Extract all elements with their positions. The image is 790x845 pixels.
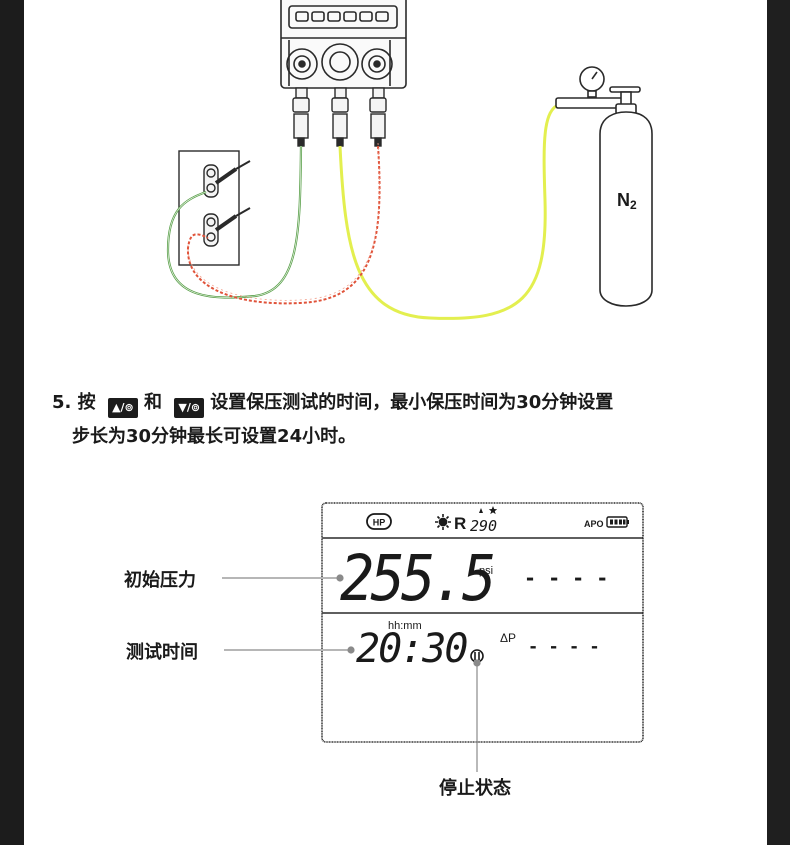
yellow-hose bbox=[338, 102, 561, 320]
up-key-icon: ▲/⊚ bbox=[107, 398, 138, 418]
delta-p-label: ΔP bbox=[500, 631, 516, 645]
time-value: 20:30 bbox=[356, 626, 467, 672]
flammable-star-icon bbox=[479, 506, 498, 515]
callout-initial-pressure: 初始压力 bbox=[124, 570, 196, 591]
sun-icon bbox=[435, 514, 451, 530]
step-5-instruction: 5. 按 ▲/⊚和 ▼/⊚设置保压测试的时间，最小保压时间为30分钟设置 步长为… bbox=[52, 386, 732, 454]
right-dark-margin bbox=[767, 0, 790, 845]
hp-badge-label: HP bbox=[373, 518, 386, 528]
instruction-line1: 设置保压测试的时间，最小保压时间为30分钟设置 bbox=[210, 392, 614, 413]
battery-icon bbox=[606, 516, 629, 528]
delta-p-dashes: - - - - bbox=[528, 637, 600, 657]
nitrogen-cylinder bbox=[555, 66, 653, 307]
gas-label: N2 bbox=[617, 190, 637, 212]
and-word: 和 bbox=[143, 392, 162, 413]
press-word: 按 bbox=[77, 392, 96, 413]
down-key-icon: ▼/⊚ bbox=[174, 398, 205, 418]
service-valve-panel bbox=[178, 150, 251, 266]
refrigerant-prefix: R bbox=[454, 514, 466, 533]
left-dark-margin bbox=[0, 0, 24, 845]
hp-badge bbox=[366, 513, 392, 530]
refrigerant-code: 290 bbox=[470, 517, 497, 535]
callout-stop-status: 停止状态 bbox=[439, 778, 511, 799]
center-sight-port bbox=[321, 43, 359, 81]
manifold-gauge bbox=[280, 0, 407, 89]
cylinder-shell bbox=[599, 111, 653, 307]
time-unit: hh:mm bbox=[388, 620, 422, 632]
manifold-ports bbox=[292, 87, 387, 147]
pressure-unit: psi bbox=[479, 565, 493, 577]
low-side-valve-knob bbox=[286, 48, 318, 80]
step-number: 5. bbox=[52, 392, 72, 413]
red-hose bbox=[186, 145, 381, 305]
apo-label: APO bbox=[584, 519, 604, 529]
callout-leaders bbox=[222, 574, 481, 772]
callout-test-time: 测试时间 bbox=[126, 642, 198, 663]
high-side-valve-knob bbox=[361, 48, 393, 80]
pause-circle-icon bbox=[470, 649, 484, 663]
lcd-display-panel bbox=[321, 502, 644, 743]
lcd-segment-row bbox=[295, 11, 389, 22]
hoses bbox=[166, 102, 561, 320]
pressure-secondary-dashes: - - - - bbox=[524, 566, 608, 590]
pressure-value: 255.5 bbox=[340, 542, 493, 615]
instruction-line2: 步长为30分钟最长可设置24小时。 bbox=[72, 426, 357, 447]
